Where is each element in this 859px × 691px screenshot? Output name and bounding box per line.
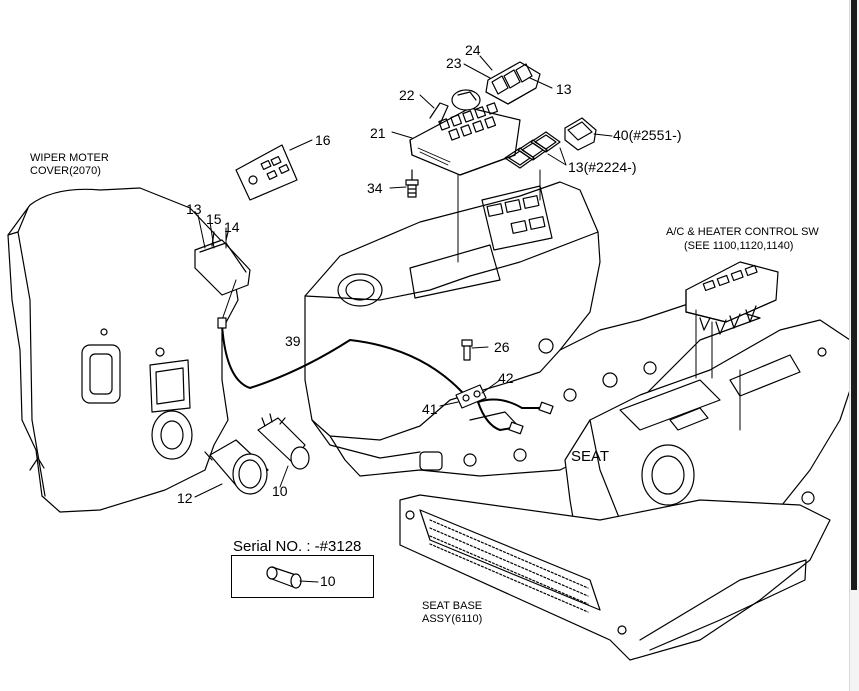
label-part-40: 40(#2551-) xyxy=(613,127,682,143)
seat-connector-b xyxy=(508,421,524,435)
label-part-24: 24 xyxy=(465,42,481,58)
ac-heater-control-switch xyxy=(685,261,779,379)
label-part-14: 14 xyxy=(224,219,240,235)
label-part-21: 21 xyxy=(370,125,386,141)
label-seat-base-assy: SEAT BASE ASSY(6110) xyxy=(422,600,483,625)
connector-plug xyxy=(217,317,227,329)
label-ac-heater-sub: (SEE 1100,1120,1140) xyxy=(684,240,794,252)
label-part-23: 23 xyxy=(446,55,462,71)
leader-lines xyxy=(194,55,613,583)
serial-number-box xyxy=(231,555,374,598)
scrollbar-thumb[interactable] xyxy=(851,0,857,590)
seat-base-assy xyxy=(399,494,831,661)
label-part-15: 15 xyxy=(206,211,222,227)
label-part-13-covers: 13(#2224-) xyxy=(568,159,637,175)
label-wiper-motor-cover: WIPER MOTER COVER(2070) xyxy=(30,152,109,177)
label-part-16: 16 xyxy=(315,132,331,148)
label-part-34: 34 xyxy=(367,180,383,196)
seat-connector-a xyxy=(538,401,554,415)
part-34-bolt xyxy=(405,169,419,198)
part-40-switch xyxy=(564,117,597,151)
part-10-cigar-lighter xyxy=(257,413,310,470)
label-part-22: 22 xyxy=(399,87,415,103)
label-part-10-upper: 10 xyxy=(272,483,288,499)
part-12-hour-meter xyxy=(204,439,269,495)
part-13-switch-covers xyxy=(504,131,561,169)
label-part-13-left: 13 xyxy=(186,201,202,217)
part-41-42-bracket xyxy=(455,384,487,409)
label-part-13-top: 13 xyxy=(556,81,572,97)
label-part-10-serial: 10 xyxy=(320,573,336,589)
center-console xyxy=(304,159,601,459)
label-part-39: 39 xyxy=(285,333,301,349)
label-seat: SEAT xyxy=(571,448,610,465)
label-part-12: 12 xyxy=(177,490,193,506)
part-21-control-panel xyxy=(409,89,521,176)
label-ac-heater-title: A/C & HEATER CONTROL SW xyxy=(666,226,819,238)
wiper-motor-cover xyxy=(7,187,239,513)
label-part-41: 41 xyxy=(422,401,438,417)
label-serial-number: Serial NO. : -#3128 xyxy=(233,538,362,555)
part-23-24-rocker-switches xyxy=(485,61,541,105)
part-26-bolt xyxy=(461,339,473,361)
label-part-42: 42 xyxy=(498,370,514,386)
part-16-switch-plate xyxy=(235,144,298,201)
label-part-26: 26 xyxy=(494,339,510,355)
